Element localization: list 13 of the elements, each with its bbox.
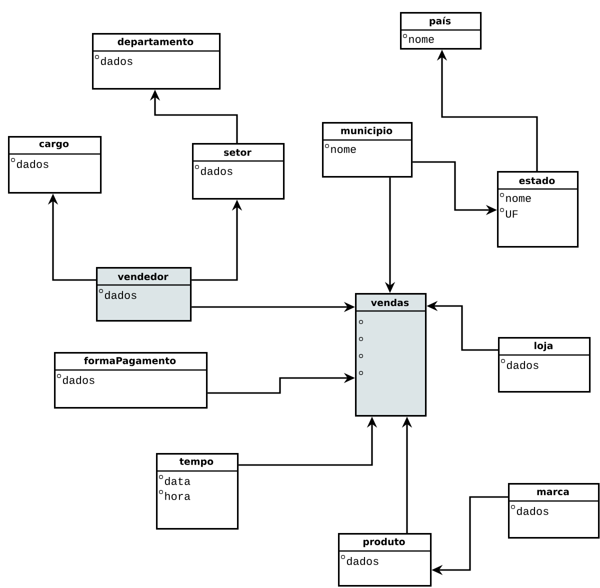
class-box: setor dados [192, 143, 285, 200]
class-box: loja dados [498, 337, 591, 393]
class-box: tempo data hora [156, 453, 239, 530]
class-box: produto dados [338, 533, 432, 587]
class-box: formaPagamento dados [54, 352, 208, 409]
class-box: país nome [400, 12, 482, 50]
class-box: estado nome UF [497, 171, 579, 248]
class-box: cargo dados [8, 136, 102, 194]
class-box: marca dados [508, 483, 600, 539]
class-box: municipio nome [322, 122, 413, 178]
class-box: departamento dados [92, 33, 221, 90]
class-box: vendedor dados [96, 267, 192, 322]
class-box: vendas [355, 293, 427, 417]
